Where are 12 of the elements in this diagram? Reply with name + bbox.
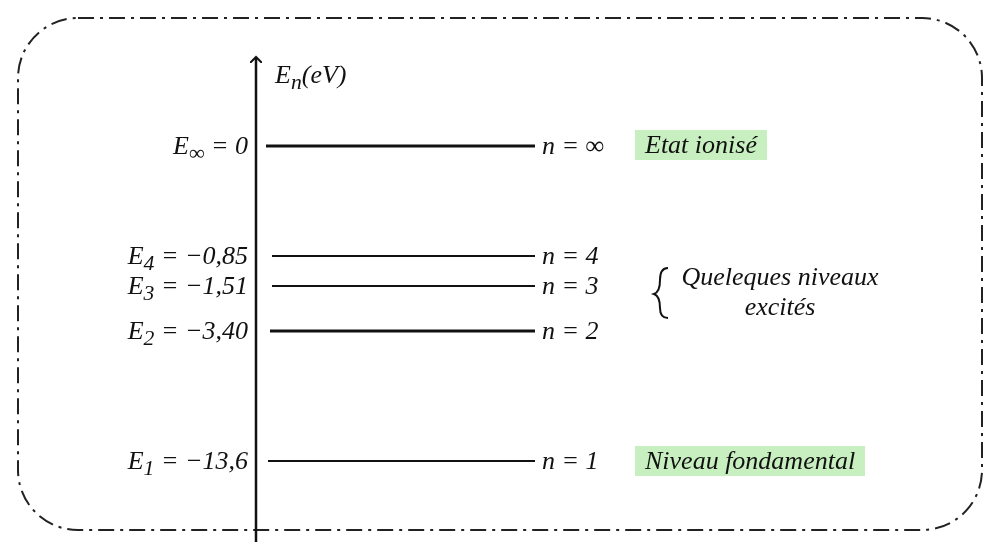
level-note: Queleques niveaux excités (680, 262, 880, 322)
energy-value: E$_{2}$ = −3,40 (127, 316, 248, 353)
quantum-number: n = ∞ (542, 131, 605, 161)
level-note: Etat ionisé (635, 130, 767, 160)
quantum-number: n = 2 (542, 316, 599, 346)
quantum-number: n = 4 (542, 241, 599, 271)
energy-value: E$_{∞}$ = 0 (173, 131, 248, 168)
level-note: Niveau fondamental (635, 446, 866, 476)
quantum-number: n = 1 (542, 446, 599, 476)
axis-label: E$_{n}$(eV) (275, 60, 347, 97)
quantum-number: n = 3 (542, 271, 599, 301)
energy-value: E$_{1}$ = −13,6 (127, 446, 248, 483)
